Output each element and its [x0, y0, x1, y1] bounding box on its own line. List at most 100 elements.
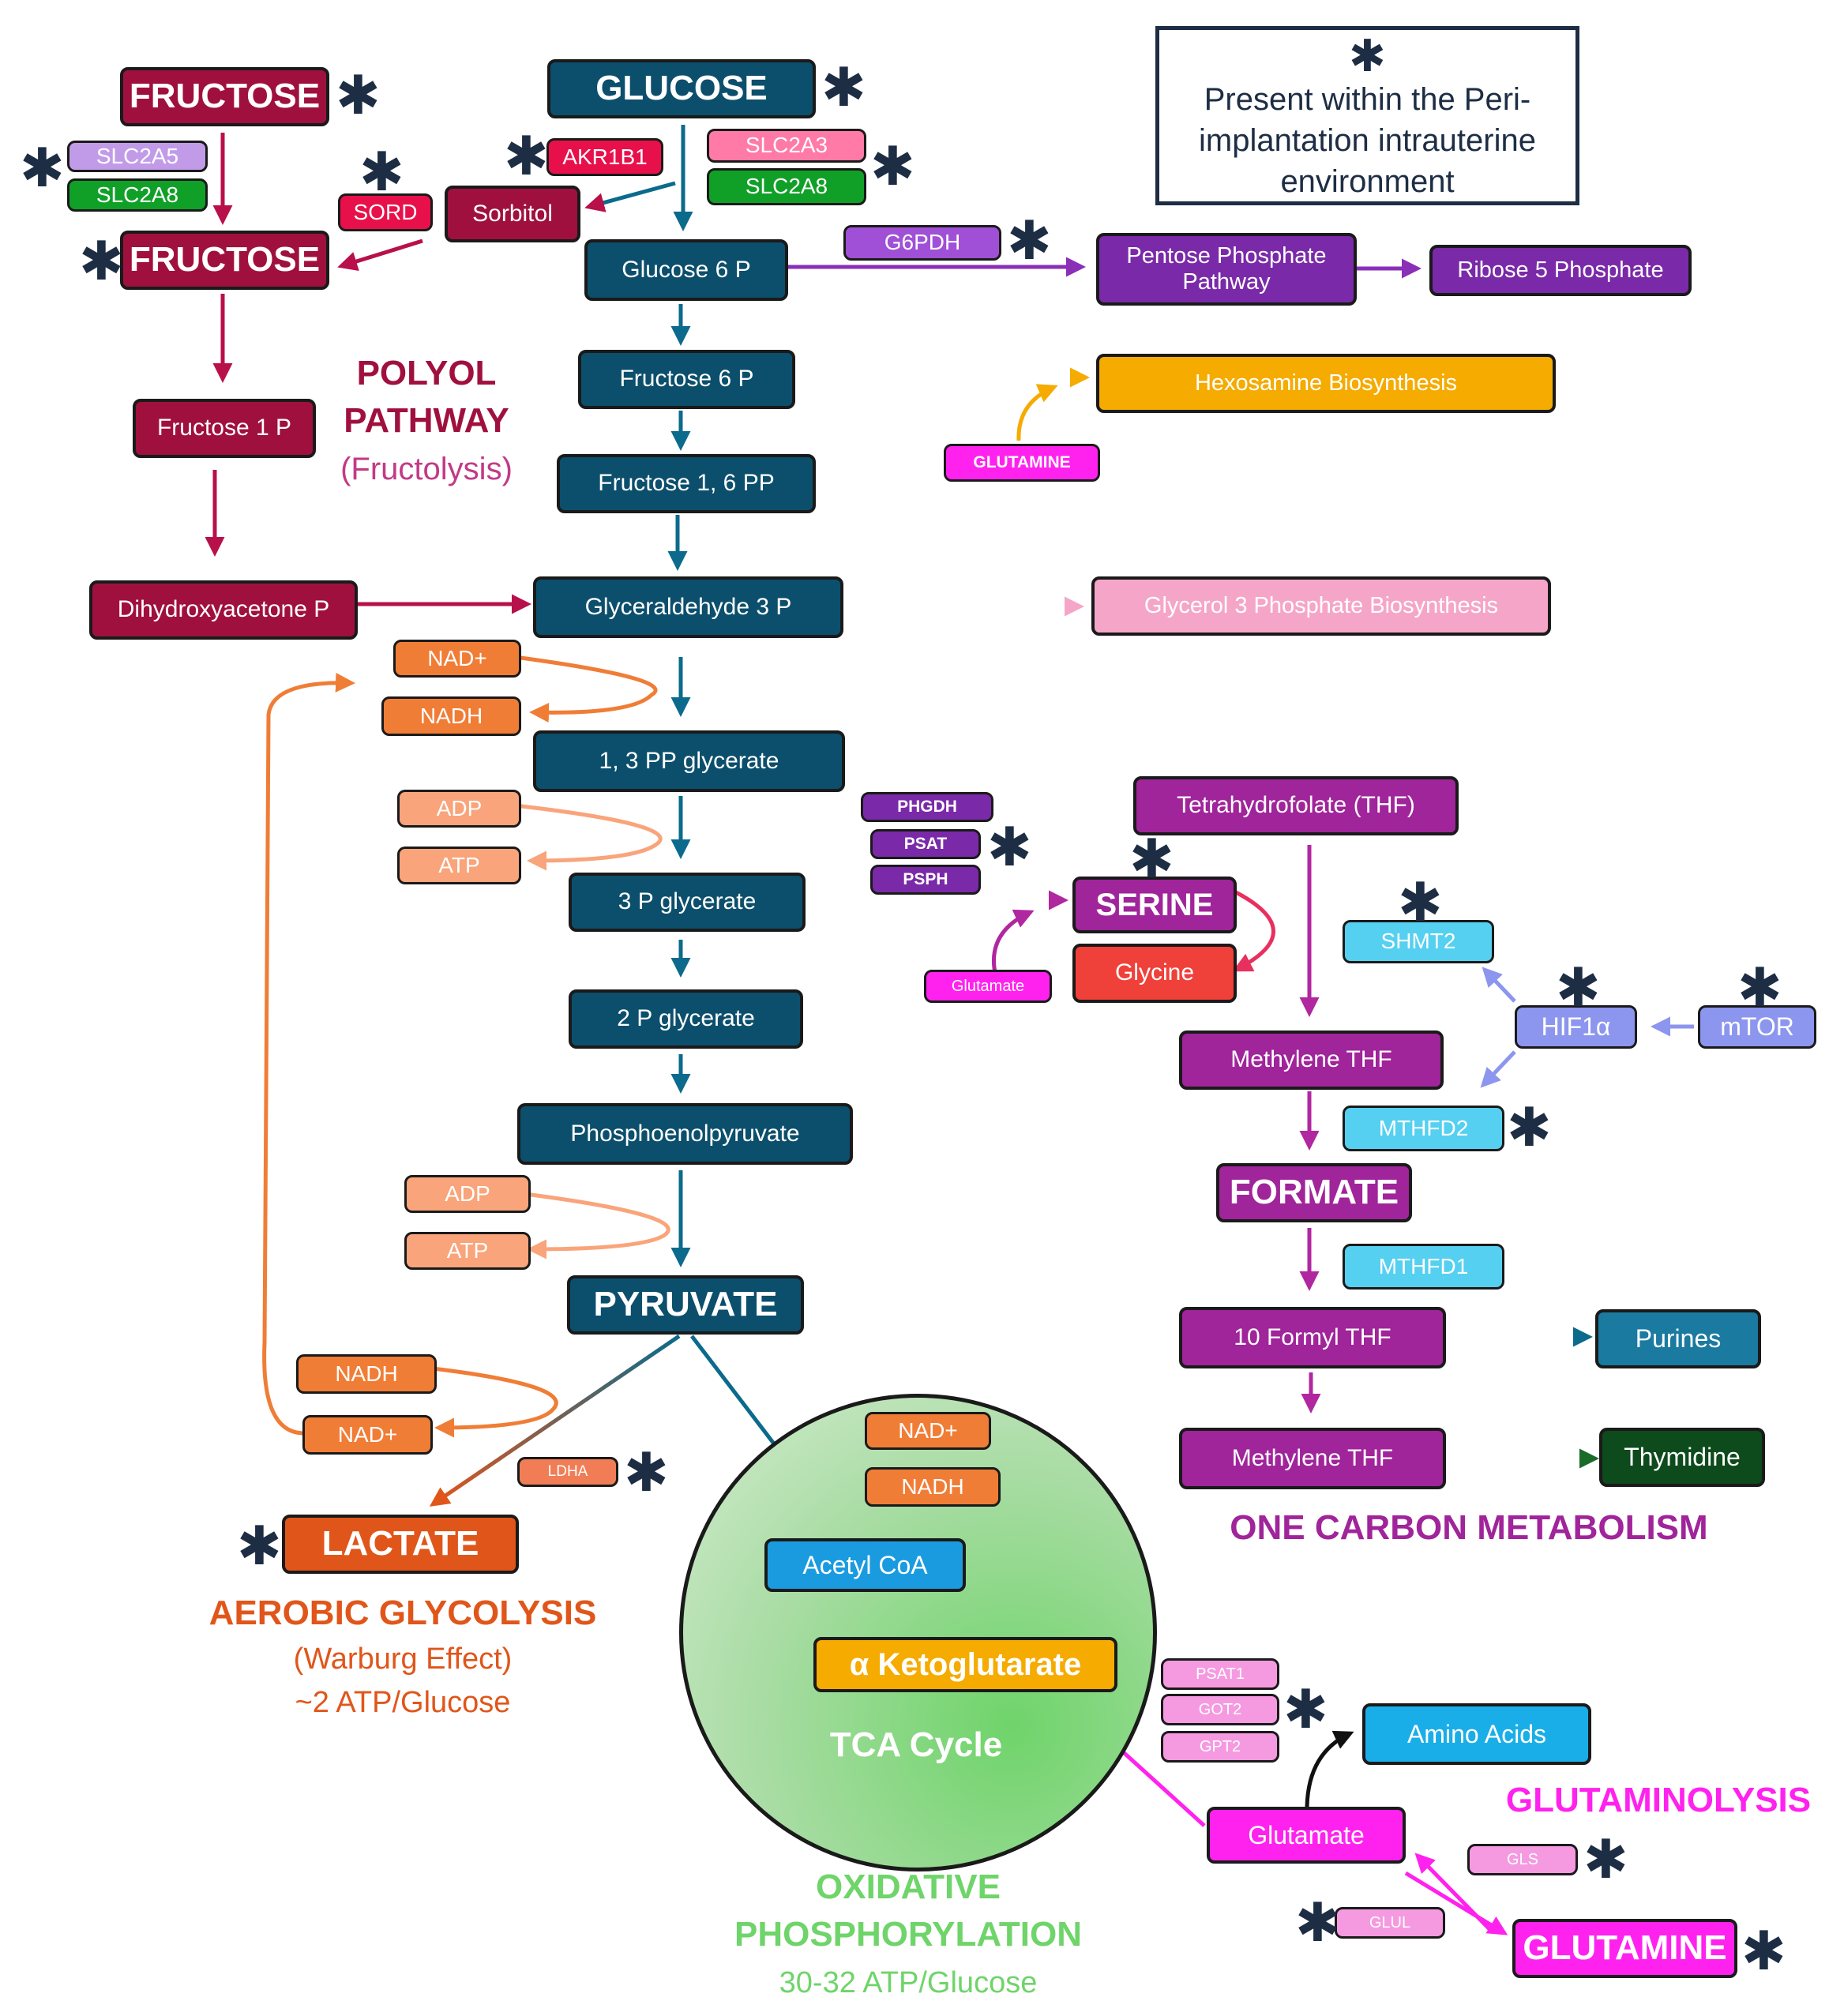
star-icon-mthfd2: ✱ [1507, 1097, 1552, 1159]
tca-cycle-label: TCA Cycle [829, 1725, 1003, 1764]
legend-text: Present within the Peri-implantation int… [1199, 82, 1536, 199]
glycerol3p-node: Glycerol 3 Phosphate Biosynthesis [1091, 576, 1551, 636]
nad-plus-1-cofactor: NAD+ [393, 640, 521, 678]
phgdh-enzyme: PHGDH [861, 792, 993, 822]
acetyl-coa-node: Acetyl CoA [764, 1538, 966, 1592]
aerobic-subtitle: (Warburg Effect) [293, 1642, 513, 1676]
hexosamine-node: Hexosamine Biosynthesis [1096, 354, 1556, 413]
star-icon-shmt2: ✱ [1398, 872, 1443, 934]
star-icon-gls: ✱ [1583, 1829, 1628, 1891]
glutamine-small-node: GLUTAMINE [944, 444, 1100, 482]
glutaminolysis-title: GLUTAMINOLYSIS [1505, 1781, 1812, 1819]
psph-enzyme: PSPH [870, 865, 981, 895]
g3p-node: Glyceraldehyde 3 P [533, 576, 843, 638]
pyruvate-node: PYRUVATE [567, 1275, 804, 1335]
star-icon-got2: ✱ [1283, 1679, 1328, 1741]
polyol-title: POLYOL [356, 354, 497, 392]
g6pdh-enzyme: G6PDH [843, 225, 1001, 261]
slc2a8-right-enzyme: SLC2A8 [707, 168, 866, 205]
aerobic-yield: ~2 ATP/Glucose [295, 1686, 511, 1719]
glucose-node: GLUCOSE [547, 59, 816, 118]
fructose-6p-node: Fructose 6 P [578, 350, 795, 409]
nad-plus-2-cofactor: NAD+ [302, 1415, 433, 1455]
sord-enzyme: SORD [338, 193, 433, 231]
mthfd1-enzyme: MTHFD1 [1343, 1244, 1504, 1290]
fructose-1p-node: Fructose 1 P [133, 399, 316, 458]
akg-node: α Ketoglutarate [813, 1637, 1117, 1692]
oxphos-yield: 30-32 ATP/Glucose [779, 1966, 1038, 1999]
lactate-node: LACTATE [282, 1515, 519, 1574]
oxphos-title: OXIDATIVE [816, 1868, 1001, 1906]
ppp-node: Pentose Phosphate Pathway [1096, 233, 1357, 306]
got2-enzyme: GOT2 [1161, 1694, 1279, 1725]
gpt2-enzyme: GPT2 [1161, 1731, 1279, 1763]
star-icon-glutamine: ✱ [1741, 1920, 1786, 1983]
polyol-subtitle: (Fructolysis) [340, 452, 513, 486]
psat1-enzyme: PSAT1 [1161, 1658, 1279, 1690]
akr1b1-enzyme: AKR1B1 [546, 138, 663, 176]
pep-node: Phosphoenolpyruvate [517, 1103, 853, 1165]
star-icon-slc2a: ✱ [870, 136, 915, 198]
nad-plus-3-cofactor: NAD+ [865, 1412, 991, 1450]
adp-1-cofactor: ADP [397, 790, 521, 828]
sorbitol-node: Sorbitol [445, 186, 580, 242]
purines-node: Purines [1595, 1309, 1761, 1368]
pg2-node: 2 P glycerate [569, 989, 803, 1049]
pg3-node: 3 P glycerate [569, 873, 806, 932]
nadh-3-cofactor: NADH [865, 1467, 1001, 1507]
gls-enzyme: GLS [1467, 1844, 1578, 1875]
star-icon-sord: ✱ [359, 141, 404, 204]
formate-node: FORMATE [1216, 1163, 1412, 1222]
star-icon-glucose: ✱ [821, 57, 866, 119]
one-carbon-title: ONE CARBON METABOLISM [1230, 1508, 1708, 1547]
methylene-thf-2-node: Methylene THF [1179, 1428, 1446, 1489]
star-icon-serine: ✱ [1129, 828, 1174, 891]
atp-2-cofactor: ATP [404, 1232, 531, 1270]
bpg-node: 1, 3 PP glycerate [533, 730, 845, 792]
star-icon-hif1a: ✱ [1556, 957, 1601, 1019]
tca-cycle-circle [679, 1394, 1157, 1871]
nadh-1-cofactor: NADH [381, 696, 521, 736]
mtor-node: mTOR [1698, 1005, 1816, 1049]
legend-box: ✱ Present within the Peri-implantation i… [1155, 26, 1579, 205]
slc2a5-enzyme: SLC2A5 [67, 141, 208, 172]
hif1a-node: HIF1α [1515, 1005, 1637, 1049]
dhap-node: Dihydroxyacetone P [89, 580, 358, 640]
star-icon-glul: ✱ [1295, 1892, 1340, 1954]
star-icon-mtor: ✱ [1737, 957, 1782, 1019]
formyl-thf-node: 10 Formyl THF [1179, 1307, 1446, 1368]
star-icon-ldha: ✱ [624, 1442, 669, 1504]
glycine-node: Glycine [1072, 944, 1237, 1003]
aerobic-title: AEROBIC GLYCOLYSIS [208, 1594, 597, 1632]
adp-2-cofactor: ADP [404, 1175, 531, 1213]
star-icon-lactate: ✱ [237, 1515, 282, 1578]
star-icon-psat: ✱ [987, 817, 1032, 879]
ribose-5p-node: Ribose 5 Phosphate [1429, 245, 1692, 296]
star-icon-fructose-mid: ✱ [79, 231, 124, 293]
polyol-title-2: PATHWAY [344, 401, 509, 440]
shmt2-enzyme: SHMT2 [1343, 920, 1494, 963]
ldha-enzyme: LDHA [517, 1457, 618, 1487]
legend-star-icon: ✱ [1349, 31, 1386, 82]
star-icon-fructose-top: ✱ [336, 65, 381, 127]
slc2a3-enzyme: SLC2A3 [707, 129, 866, 163]
thymidine-node: Thymidine [1599, 1428, 1765, 1487]
nadh-2-cofactor: NADH [296, 1354, 437, 1394]
star-icon-akr1b1: ✱ [504, 126, 549, 188]
slc2a8-left-enzyme: SLC2A8 [67, 178, 208, 212]
star-icon-g6pdh: ✱ [1007, 210, 1052, 272]
star-icon-slc2a5: ✱ [20, 137, 65, 200]
serine-node: SERINE [1072, 877, 1237, 933]
amino-acids-node: Amino Acids [1362, 1703, 1591, 1765]
glul-enzyme: GLUL [1335, 1907, 1445, 1939]
mthfd2-enzyme: MTHFD2 [1343, 1106, 1504, 1151]
oxphos-title-2: PHOSPHORYLATION [734, 1915, 1083, 1954]
fructose-top-node: FRUCTOSE [120, 67, 329, 126]
thf-node: Tetrahydrofolate (THF) [1133, 776, 1459, 835]
glutamine-big-node: GLUTAMINE [1512, 1919, 1737, 1978]
methylene-thf-1-node: Methylene THF [1179, 1031, 1444, 1090]
glutamate-big-node: Glutamate [1207, 1807, 1406, 1864]
glutamate-small-node: Glutamate [924, 970, 1052, 1003]
fructose-16pp-node: Fructose 1, 6 PP [557, 454, 816, 513]
atp-1-cofactor: ATP [397, 847, 521, 884]
